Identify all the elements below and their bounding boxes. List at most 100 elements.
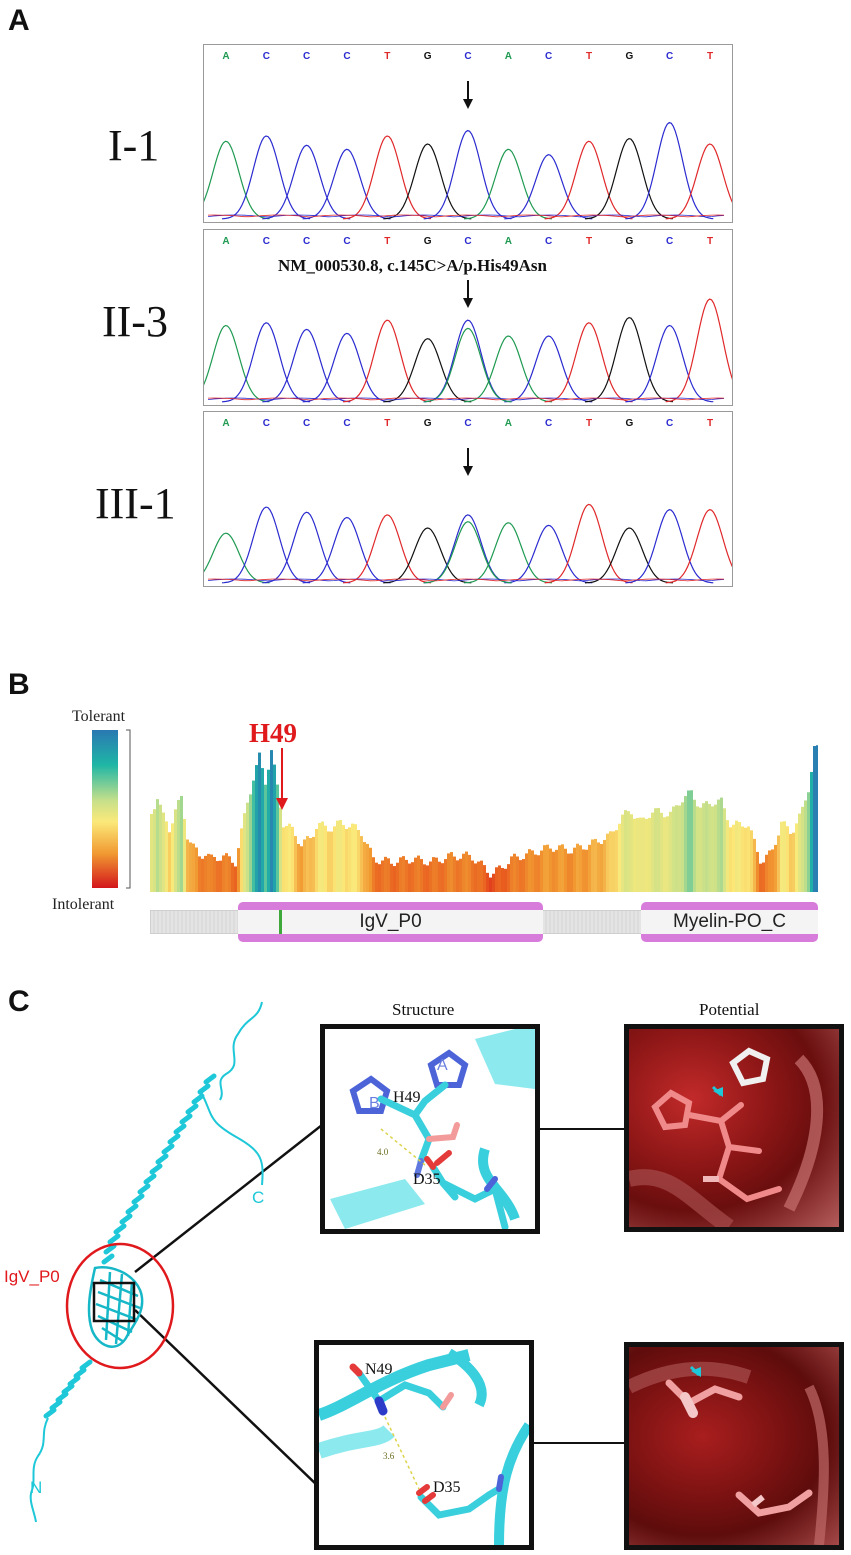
tolerance-bar <box>588 844 591 892</box>
tolerance-bar <box>222 855 225 892</box>
tolerance-bar <box>516 856 519 892</box>
tolerance-bar <box>348 827 351 892</box>
tolerance-bar <box>489 877 492 892</box>
wt-partner-label: D35 <box>413 1171 441 1188</box>
tolerance-bar <box>591 839 594 892</box>
tolerance-bar <box>204 855 207 892</box>
tolerance-bar <box>339 820 342 892</box>
peak-7 <box>423 514 512 584</box>
tolerance-bar <box>690 790 693 892</box>
tolerance-bar <box>543 845 546 892</box>
tolerance-bar <box>195 847 198 892</box>
tolerance-bar <box>756 851 759 892</box>
baseline-noise-1 <box>207 397 725 401</box>
tolerance-bar <box>633 818 636 892</box>
tolerance-bar <box>378 864 381 892</box>
tolerance-bar <box>567 853 570 892</box>
base-call-12: C <box>666 51 673 62</box>
base-call-5: T <box>384 418 390 429</box>
panel-letter-c: C <box>8 985 30 1018</box>
tolerance-bar <box>564 848 567 892</box>
tolerance-bar <box>249 794 252 892</box>
wt-ring-b-label: B <box>369 1095 380 1112</box>
variant-arrow-head <box>463 466 473 476</box>
domain-igv-p0: IgV_P0 <box>238 902 543 942</box>
peak-13 <box>665 143 732 220</box>
scale-tolerant-label: Tolerant <box>72 708 126 725</box>
base-call-2: C <box>263 418 270 429</box>
tolerance-bar <box>597 842 600 892</box>
peak-10 <box>544 503 633 584</box>
tolerance-bar <box>318 822 321 892</box>
tolerance-bar <box>513 853 516 892</box>
peak-9 <box>504 154 593 220</box>
tolerance-bar <box>324 825 327 892</box>
mut-residue-label: N49 <box>365 1361 393 1378</box>
tolerance-bar <box>744 827 747 892</box>
tolerance-bar <box>762 862 765 892</box>
tolerance-bar <box>429 861 432 892</box>
tolerance-bar <box>483 865 486 892</box>
tolerance-bar <box>723 808 726 892</box>
peak-3 <box>262 328 351 403</box>
tolerance-bar <box>765 854 768 892</box>
tolerance-bar <box>528 849 531 892</box>
peak-11 <box>584 137 674 220</box>
tolerance-bar <box>768 850 771 892</box>
base-call-1: A <box>222 51 229 62</box>
tolerance-bar <box>345 828 348 892</box>
tolerance-bar <box>648 817 651 892</box>
tolerance-bar <box>570 853 573 892</box>
peak-3 <box>262 144 351 220</box>
tolerance-bar <box>438 861 441 892</box>
wildtype-structure-view: H49 D35 4.0 A B <box>320 1024 540 1234</box>
peak-7 <box>423 129 512 220</box>
tolerance-bar <box>708 803 711 892</box>
tolerance-bar <box>468 854 471 892</box>
tolerance-bar <box>156 799 159 892</box>
tolerance-bar <box>561 844 564 892</box>
tolerance-bar <box>726 820 729 892</box>
peak-4 <box>302 148 391 220</box>
tolerance-bar <box>399 857 402 892</box>
base-call-13: T <box>707 51 713 62</box>
h49-position-tick <box>279 910 282 934</box>
peak-10 <box>544 322 633 403</box>
tolerance-bar <box>465 851 468 892</box>
tolerance-bar <box>621 814 624 892</box>
peak-4 <box>302 332 391 403</box>
tolerance-bar <box>390 863 393 892</box>
base-call-6: G <box>424 51 432 62</box>
tolerance-bar <box>480 860 483 892</box>
tolerance-bar <box>663 817 666 892</box>
tolerance-bar <box>687 790 690 892</box>
baseline-noise-2 <box>207 397 725 401</box>
tolerance-bar <box>618 823 621 892</box>
tolerance-bar <box>486 872 489 892</box>
base-call-7: C <box>464 418 471 429</box>
tolerance-bar <box>228 856 231 892</box>
tolerance-bar <box>387 858 390 892</box>
tolerance-bar <box>159 804 162 892</box>
tolerance-bar <box>285 825 288 892</box>
base-call-11: G <box>625 51 633 62</box>
tolerance-bar <box>711 806 714 892</box>
tolerance-bar <box>609 831 612 892</box>
tolerance-bar <box>258 752 261 892</box>
tolerance-bar <box>759 863 762 892</box>
tolerance-bar <box>672 806 675 892</box>
tolerance-bar <box>336 820 339 892</box>
tolerance-bar <box>312 836 315 892</box>
peak-4 <box>302 516 391 584</box>
peak-7-secondary-a <box>423 521 512 584</box>
tolerance-bar <box>684 796 687 892</box>
tolerance-bar <box>225 853 228 892</box>
peak-6 <box>383 338 472 403</box>
peak-2 <box>221 135 311 220</box>
base-call-3: C <box>303 51 310 62</box>
base-call-1: A <box>222 236 229 247</box>
tolerance-bar <box>498 865 501 892</box>
tolerance-bar <box>495 867 498 892</box>
tolerance-bar <box>801 806 804 892</box>
tolerance-bar <box>519 860 522 892</box>
